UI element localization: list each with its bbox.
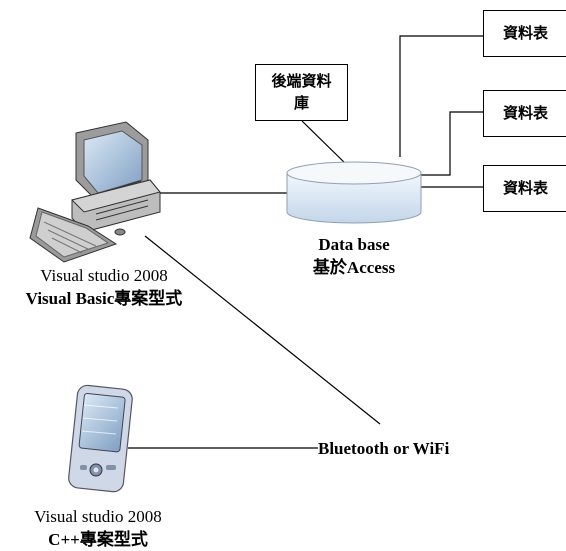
connector-lines: [128, 35, 483, 449]
table-box-1: 資料表: [483, 10, 566, 57]
database-caption: Data base 基於Access: [284, 233, 424, 279]
table-box-3: 資料表: [483, 165, 566, 212]
pda-caption: Visual studio 2008 C++專案型式: [0, 505, 196, 551]
pda-caption-line1: Visual studio 2008: [34, 507, 162, 526]
desktop-computer-icon: [29, 121, 161, 263]
pda-device-icon: [68, 384, 133, 493]
backend-database-label-box: 後端資料 庫: [255, 64, 348, 121]
database-caption-line1: Data base: [318, 235, 390, 254]
database-caption-line2: 基於Access: [312, 258, 396, 277]
table-box-2: 資料表: [483, 90, 566, 137]
table-box-1-label: 資料表: [502, 25, 548, 42]
pc-caption-line2: Visual Basic專案型式: [25, 289, 183, 308]
backend-label-pointer: [301, 120, 349, 167]
wireless-link-line: [144, 235, 381, 425]
database-cylinder-icon: [286, 161, 422, 224]
pc-caption: Visual studio 2008 Visual Basic專案型式: [0, 264, 208, 310]
db-to-table-2-line: [420, 111, 483, 176]
wireless-link-label: Bluetooth or WiFi: [318, 439, 450, 458]
table-box-2-label: 資料表: [502, 105, 548, 122]
db-to-table-1-line: [399, 35, 483, 157]
backend-label-line1: 後端資料: [271, 73, 332, 90]
pda-caption-line2: C++專案型式: [48, 530, 148, 549]
pc-caption-line1: Visual studio 2008: [40, 266, 168, 285]
backend-label-line2: 庫: [293, 95, 309, 112]
table-box-3-label: 資料表: [502, 180, 548, 197]
